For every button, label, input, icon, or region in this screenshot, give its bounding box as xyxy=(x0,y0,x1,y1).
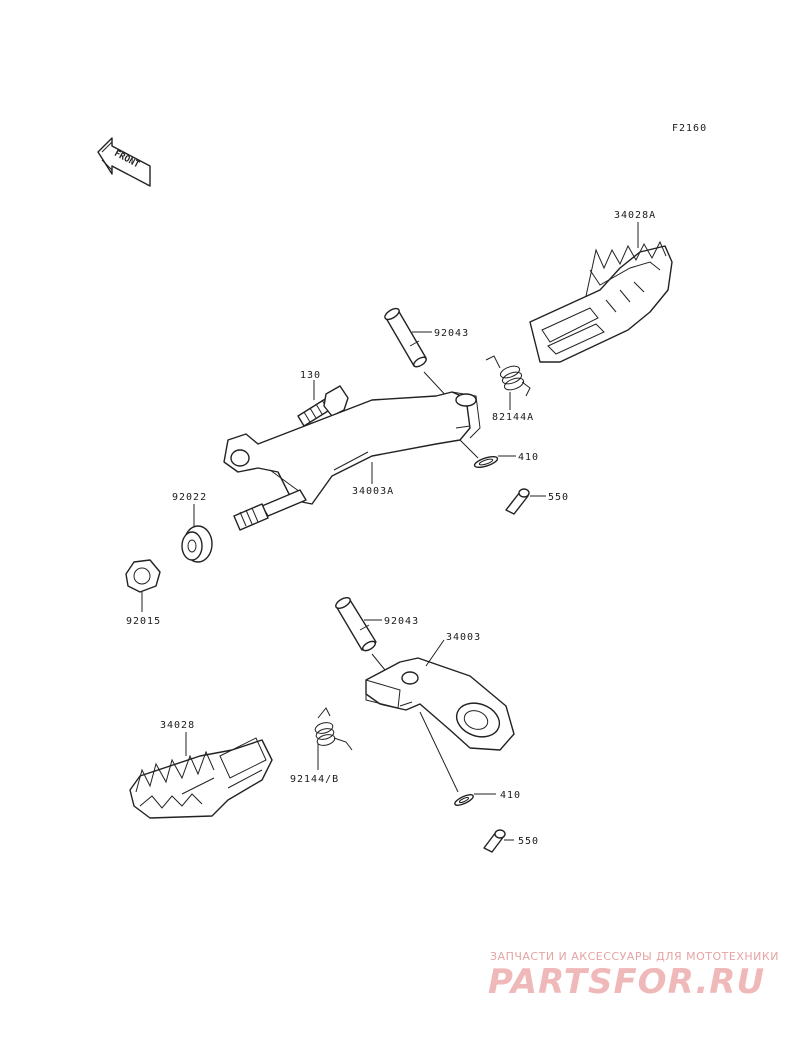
footpeg-lower xyxy=(129,737,273,819)
part-label: 410 xyxy=(518,452,539,463)
part-label: 34028A xyxy=(614,210,656,221)
part-label: 34028 xyxy=(160,720,195,731)
brake-pedal-upper xyxy=(223,391,481,531)
part-labels: 34028A 92043 130 82144A 410 34003A 550 9… xyxy=(126,210,656,847)
part-label: 92022 xyxy=(172,492,207,503)
clevis-pin-upper xyxy=(384,307,427,368)
o-ring-upper xyxy=(473,455,499,469)
front-arrow-icon: FRONT xyxy=(97,137,151,187)
part-label: 82144A xyxy=(492,412,534,423)
part-label: 34003A xyxy=(352,486,394,497)
part-label: 34003 xyxy=(446,632,481,643)
spring-upper xyxy=(485,355,531,397)
o-ring-lower xyxy=(454,794,474,806)
part-label: 130 xyxy=(300,370,321,381)
part-label: 92043 xyxy=(434,328,469,339)
cotter-pin-lower xyxy=(483,829,506,853)
cotter-pin-upper xyxy=(505,488,530,515)
figure-code: F2160 xyxy=(672,123,707,134)
clevis-pin-lower xyxy=(335,597,377,652)
spring-lower xyxy=(314,707,353,751)
nut-92015 xyxy=(125,559,161,593)
watermark-logo: PARTSFOR.RU xyxy=(488,962,766,1002)
watermark-tagline: ЗАПЧАСТИ И АКСЕССУАРЫ ДЛЯ МОТОТЕХНИКИ xyxy=(490,950,779,963)
part-label: 92043 xyxy=(384,616,419,627)
part-label: 410 xyxy=(500,790,521,801)
washer-92022 xyxy=(181,525,213,563)
part-label: 550 xyxy=(518,836,539,847)
brake-pedal-lower xyxy=(365,657,515,751)
footpeg-upper xyxy=(529,240,673,363)
part-label: 92015 xyxy=(126,616,161,627)
part-label: 92144/B xyxy=(290,774,339,785)
part-label: 550 xyxy=(548,492,569,503)
bolt-130 xyxy=(297,385,349,427)
